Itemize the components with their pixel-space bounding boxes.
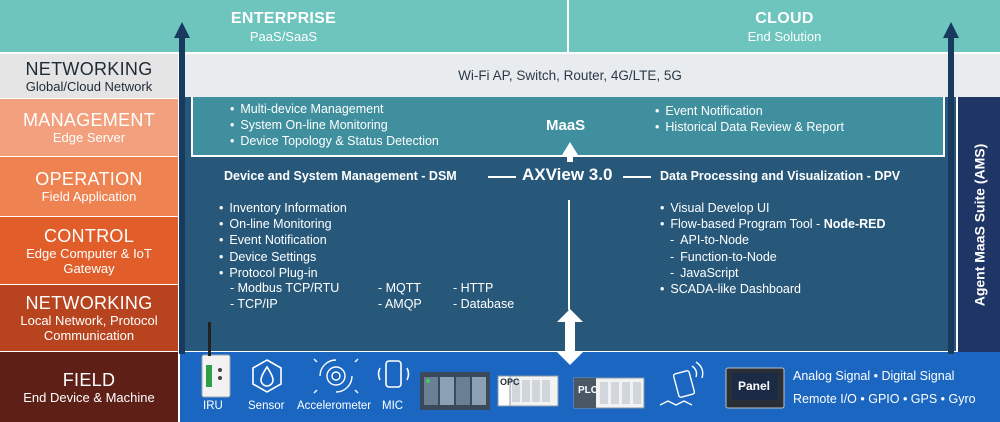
sensor-label: Sensor [248, 400, 285, 412]
dsm-list: Inventory Information On-line Monitoring… [219, 200, 347, 281]
list-item: Flow-based Program Tool - Node-RED [660, 216, 886, 232]
list-item: API-to-Node [660, 232, 886, 248]
layer-control: CONTROL Edge Computer & IoT Gateway [0, 217, 178, 284]
signals-line-1: Analog Signal • Digital Signal [793, 369, 955, 383]
layer-subtitle: Gateway [63, 260, 115, 276]
list-item: Historical Data Review & Report [655, 119, 844, 135]
layer-title: FIELD [62, 369, 116, 390]
cloud-subtitle: End Solution [747, 28, 822, 44]
plc-label: PLC [578, 385, 598, 396]
header-line-right [623, 176, 651, 178]
list-item: Event Notification [655, 103, 844, 119]
list-item: SCADA-like Dashboard [660, 281, 886, 297]
axview-title: AXView 3.0 [522, 165, 613, 184]
layer-subtitle: Edge Server [52, 130, 126, 145]
list-item: Multi-device Management [230, 101, 439, 117]
list-item: System On-line Monitoring [230, 117, 439, 133]
layer-management: MANAGEMENT Edge Server [0, 99, 178, 156]
maas-right-list: Event Notification Historical Data Revie… [655, 103, 844, 135]
enterprise-box: ENTERPRISE PaaS/SaaS [0, 0, 567, 52]
layer-operation: OPERATION Field Application [0, 157, 178, 216]
layer-field: FIELD End Device & Machine [0, 352, 178, 422]
layer-title: NETWORKING [25, 293, 153, 313]
layer-title: CONTROL [43, 225, 135, 246]
protocol-modbus: - Modbus TCP/RTU [230, 281, 340, 295]
signals-line-2: Remote I/O • GPIO • GPS • Gyro [793, 392, 976, 406]
cloud-box: CLOUD End Solution [569, 0, 1000, 52]
enterprise-subtitle: PaaS/SaaS [249, 28, 318, 44]
header-line-left [488, 176, 516, 178]
opc-label: OPC [500, 377, 520, 387]
layer-subtitle: End Device & Machine [23, 389, 155, 405]
node-red-label: Node-RED [823, 217, 886, 232]
layer-subtitle: Edge Computer & IoT [26, 245, 152, 261]
protocol-label: TCP/IP [237, 297, 278, 311]
layer-networking-local: NETWORKING Local Network, Protocol Commu… [0, 285, 178, 351]
dsm-title: Device and System Management - DSM [224, 169, 457, 183]
protocol-label: MQTT [385, 281, 422, 295]
accelerometer-label: Accelerometer [297, 400, 372, 412]
network-band-text: Wi-Fi AP, Switch, Router, 4G/LTE, 5G [458, 68, 682, 83]
protocol-mqtt: - MQTT [378, 281, 422, 295]
layer-title: NETWORKING [25, 58, 153, 79]
protocol-tcpip: - TCP/IP [230, 297, 278, 311]
enterprise-title: ENTERPRISE [230, 9, 337, 27]
ams-label: Agent MaaS Suite (AMS) [971, 143, 988, 306]
layer-title: OPERATION [35, 169, 143, 189]
list-item: Visual Develop UI [660, 200, 886, 216]
list-item: Inventory Information [219, 200, 346, 216]
dpv-list: Visual Develop UI Flow-based Program Too… [660, 200, 886, 297]
layer-title: MANAGEMENT [22, 110, 155, 130]
maas-left-list: Multi-device Management System On-line M… [230, 101, 439, 150]
list-item: On-line Monitoring [219, 216, 347, 232]
layer-subtitle: Local Network, Protocol [20, 313, 158, 328]
protocol-label: Database [460, 297, 515, 311]
list-item: Protocol Plug-in [219, 265, 347, 281]
list-item: Event Notification [219, 232, 347, 248]
list-item: Device Topology & Status Detection [230, 133, 439, 149]
protocol-label: AMQP [384, 297, 422, 311]
layer-networking-global: NETWORKING Global/Cloud Network [0, 54, 178, 98]
maas-label: MaaS [546, 117, 586, 134]
protocol-database: - Database [453, 297, 515, 311]
dpv-title: Data Processing and Visualization - DPV [660, 169, 901, 183]
list-item: Function-to-Node [660, 249, 886, 265]
center-divider [568, 200, 570, 310]
protocol-label: HTTP [460, 281, 494, 295]
protocol-label: Modbus TCP/RTU [237, 281, 340, 295]
layer-subtitle: Global/Cloud Network [25, 78, 153, 94]
dpv-flow-text: Flow-based Program Tool - [670, 217, 824, 232]
list-item: JavaScript [660, 265, 886, 281]
protocol-amqp: - AMQP [378, 297, 422, 311]
layer-subtitle: Communication [43, 328, 135, 343]
list-item: Device Settings [219, 249, 347, 265]
cloud-title: CLOUD [755, 9, 814, 27]
ams-bar: Agent MaaS Suite (AMS) [958, 97, 1000, 352]
layer-subtitle: Field Application [41, 189, 137, 204]
mic-label: MIC [382, 400, 404, 412]
network-band: Wi-Fi AP, Switch, Router, 4G/LTE, 5G [180, 54, 1000, 97]
protocol-http: - HTTP [453, 281, 494, 295]
iru-label: IRU [203, 400, 223, 412]
panel-label: Panel [738, 379, 771, 393]
